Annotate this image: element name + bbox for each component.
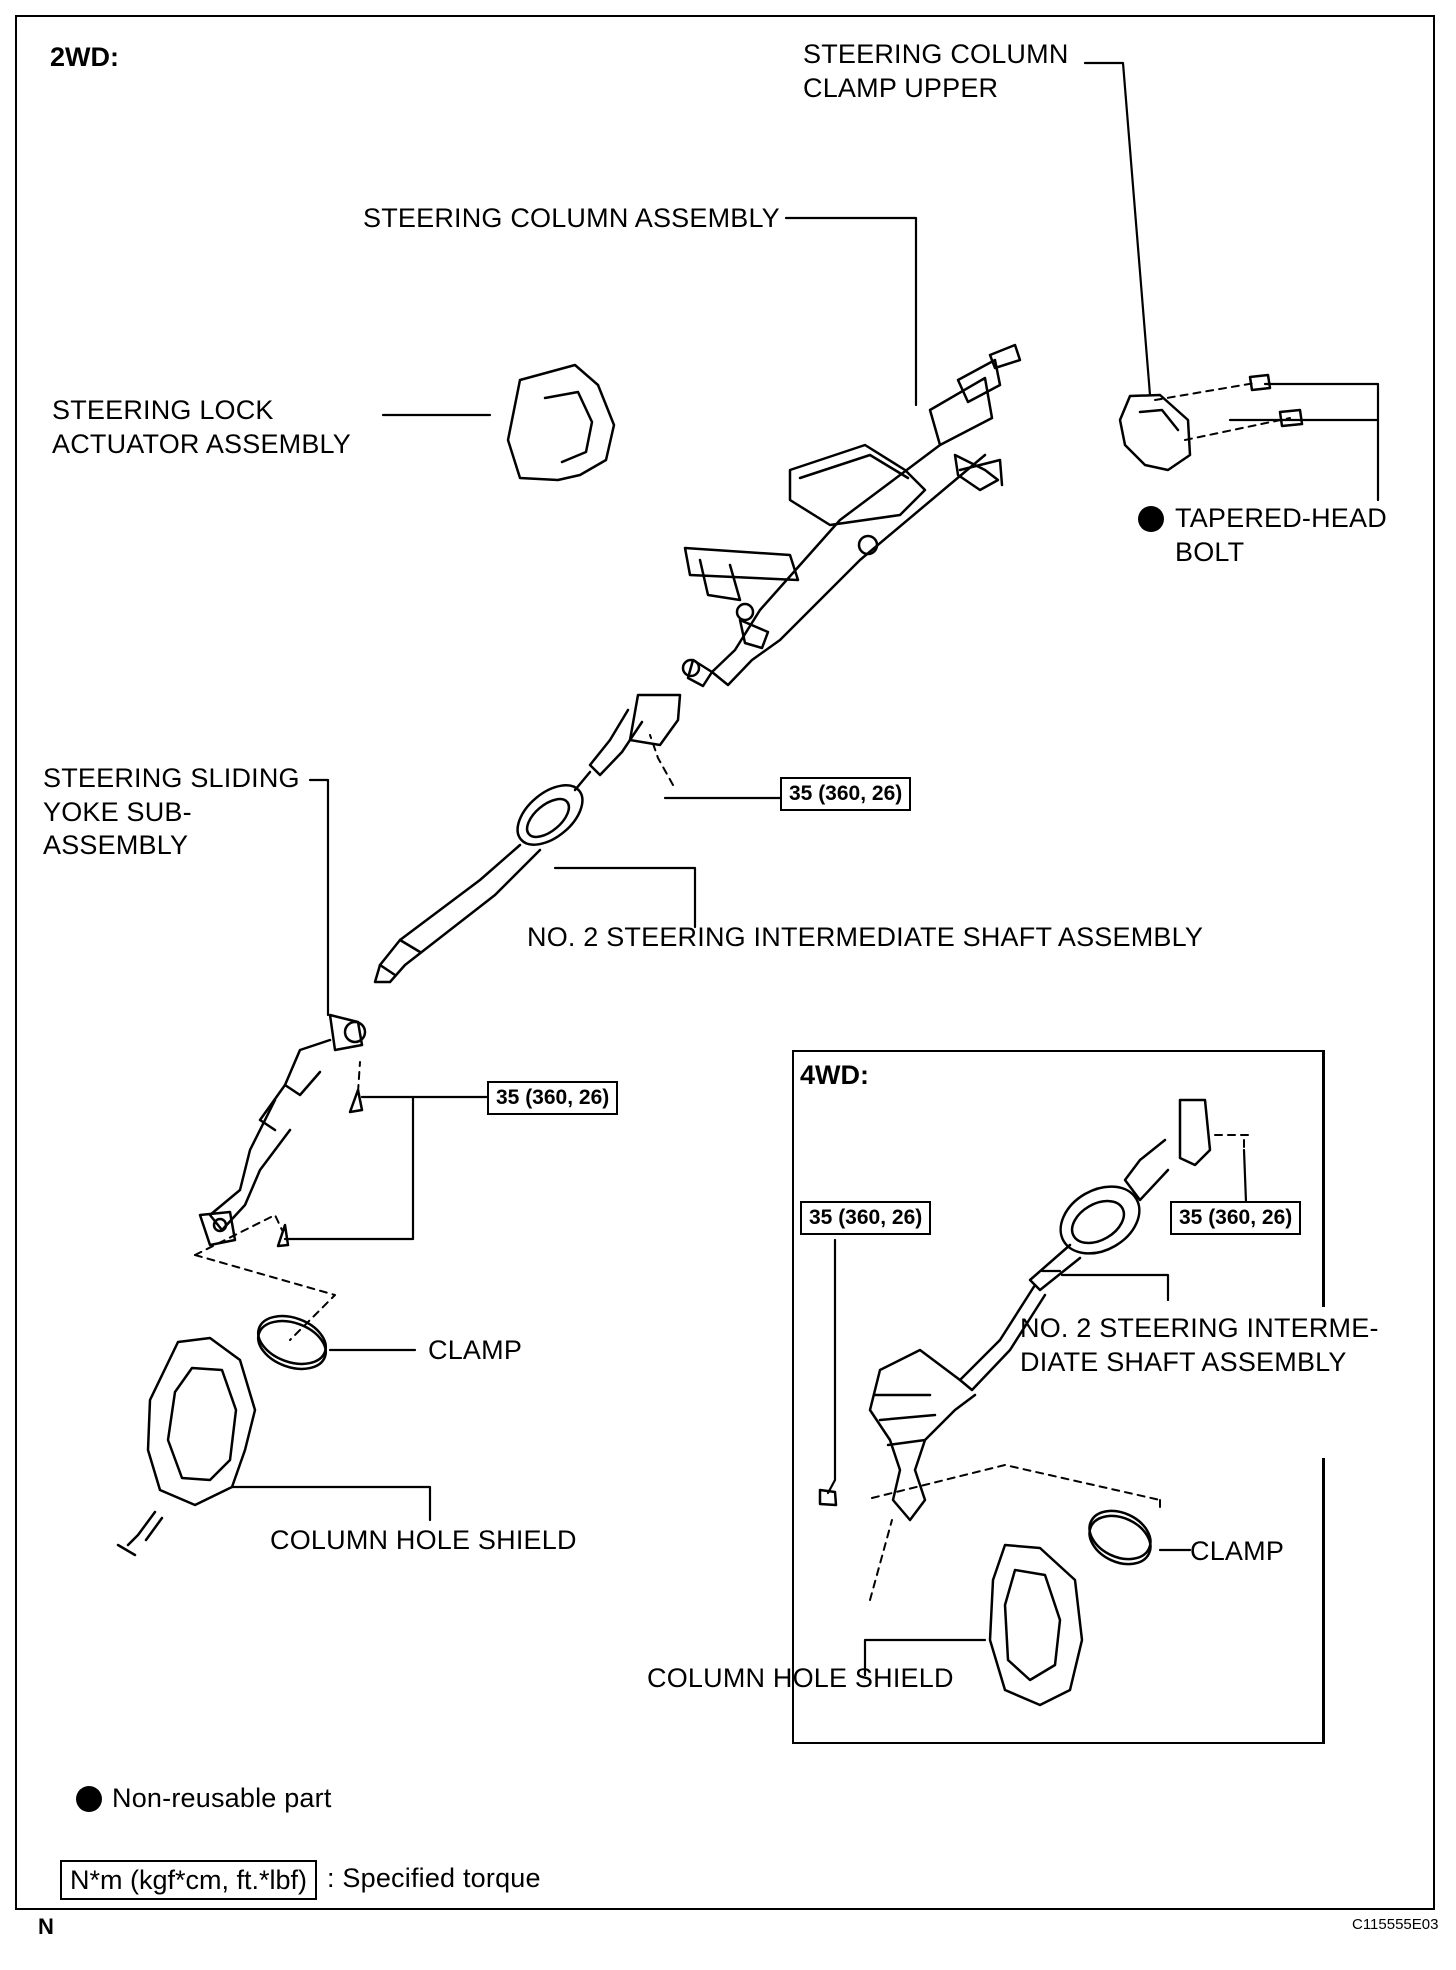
label-tapered-bolt-line1: TAPERED-HEAD [1175,503,1387,533]
torque-spec-box: 35 (360, 26) [780,777,912,811]
diagram-frame [15,15,1435,1910]
label-sliding-yoke-line1: STEERING SLIDING [43,763,300,793]
sliding-yoke-drawing [198,1013,367,1248]
footer-marker: N [38,1914,55,1939]
legend-torque-unit-box: N*m (kgf*cm, ft.*lbf) [60,1860,318,1900]
label-clamp-4wd: CLAMP [1190,1536,1285,1566]
label-clamp-2wd: CLAMP [428,1335,523,1365]
label-lock-actuator-line2: ACTUATOR ASSEMBLY [52,429,351,459]
clamp-shield-4wd-drawing [988,1509,1152,1707]
label-hole-shield-4wd: COLUMN HOLE SHIELD [647,1663,954,1693]
four-wd-inset-box-edge [1322,1458,1325,1744]
label-sliding-yoke-line2: YOKE SUB- [43,797,192,827]
four-wd-header: 4WD: [800,1060,869,1090]
label-intermediate-4wd-line1: NO. 2 STEERING INTERME- [1020,1313,1379,1343]
label-tapered-bolt-line2: BOLT [1175,537,1245,567]
legend-non-reusable-text: Non-reusable part [112,1783,332,1813]
four-wd-inset-box-edge [1322,1050,1325,1307]
shaft-4wd-drawing [818,1098,1212,1522]
torque-spec-box: 35 (360, 26) [1170,1201,1302,1235]
clamp-shield-2wd-drawing [116,1314,327,1557]
torque-spec-box: 35 (360, 26) [487,1081,619,1115]
leader-lines [230,61,1380,1677]
label-steering-column-assembly: STEERING COLUMN ASSEMBLY [363,203,780,233]
figure-code: C115555E03 [1352,1916,1439,1933]
intermediate-shaft-drawing [373,693,682,984]
legend-torque-description: : Specified torque [327,1863,541,1893]
four-wd-inset-box [792,1050,1325,1744]
label-intermediate-shaft: NO. 2 STEERING INTERMEDIATE SHAFT ASSEMB… [527,922,1204,952]
clamp-upper-drawing [1118,373,1304,472]
non-reusable-marker [1138,506,1164,532]
label-hole-shield-2wd: COLUMN HOLE SHIELD [270,1525,577,1555]
label-clamp-upper-line1: STEERING COLUMN [803,39,1069,69]
legend-non-reusable-dot [76,1786,102,1812]
lock-actuator-drawing [506,363,616,482]
label-sliding-yoke-line3: ASSEMBLY [43,830,189,860]
dashed-lines [194,382,1291,1601]
two-wd-header: 2WD: [50,42,119,72]
label-intermediate-4wd-line2: DIATE SHAFT ASSEMBLY [1020,1347,1347,1377]
steering-column-drawing [681,343,1022,688]
torque-spec-box: 35 (360, 26) [800,1201,932,1235]
label-clamp-upper-line2: CLAMP UPPER [803,73,999,103]
label-lock-actuator-line1: STEERING LOCK [52,395,274,425]
